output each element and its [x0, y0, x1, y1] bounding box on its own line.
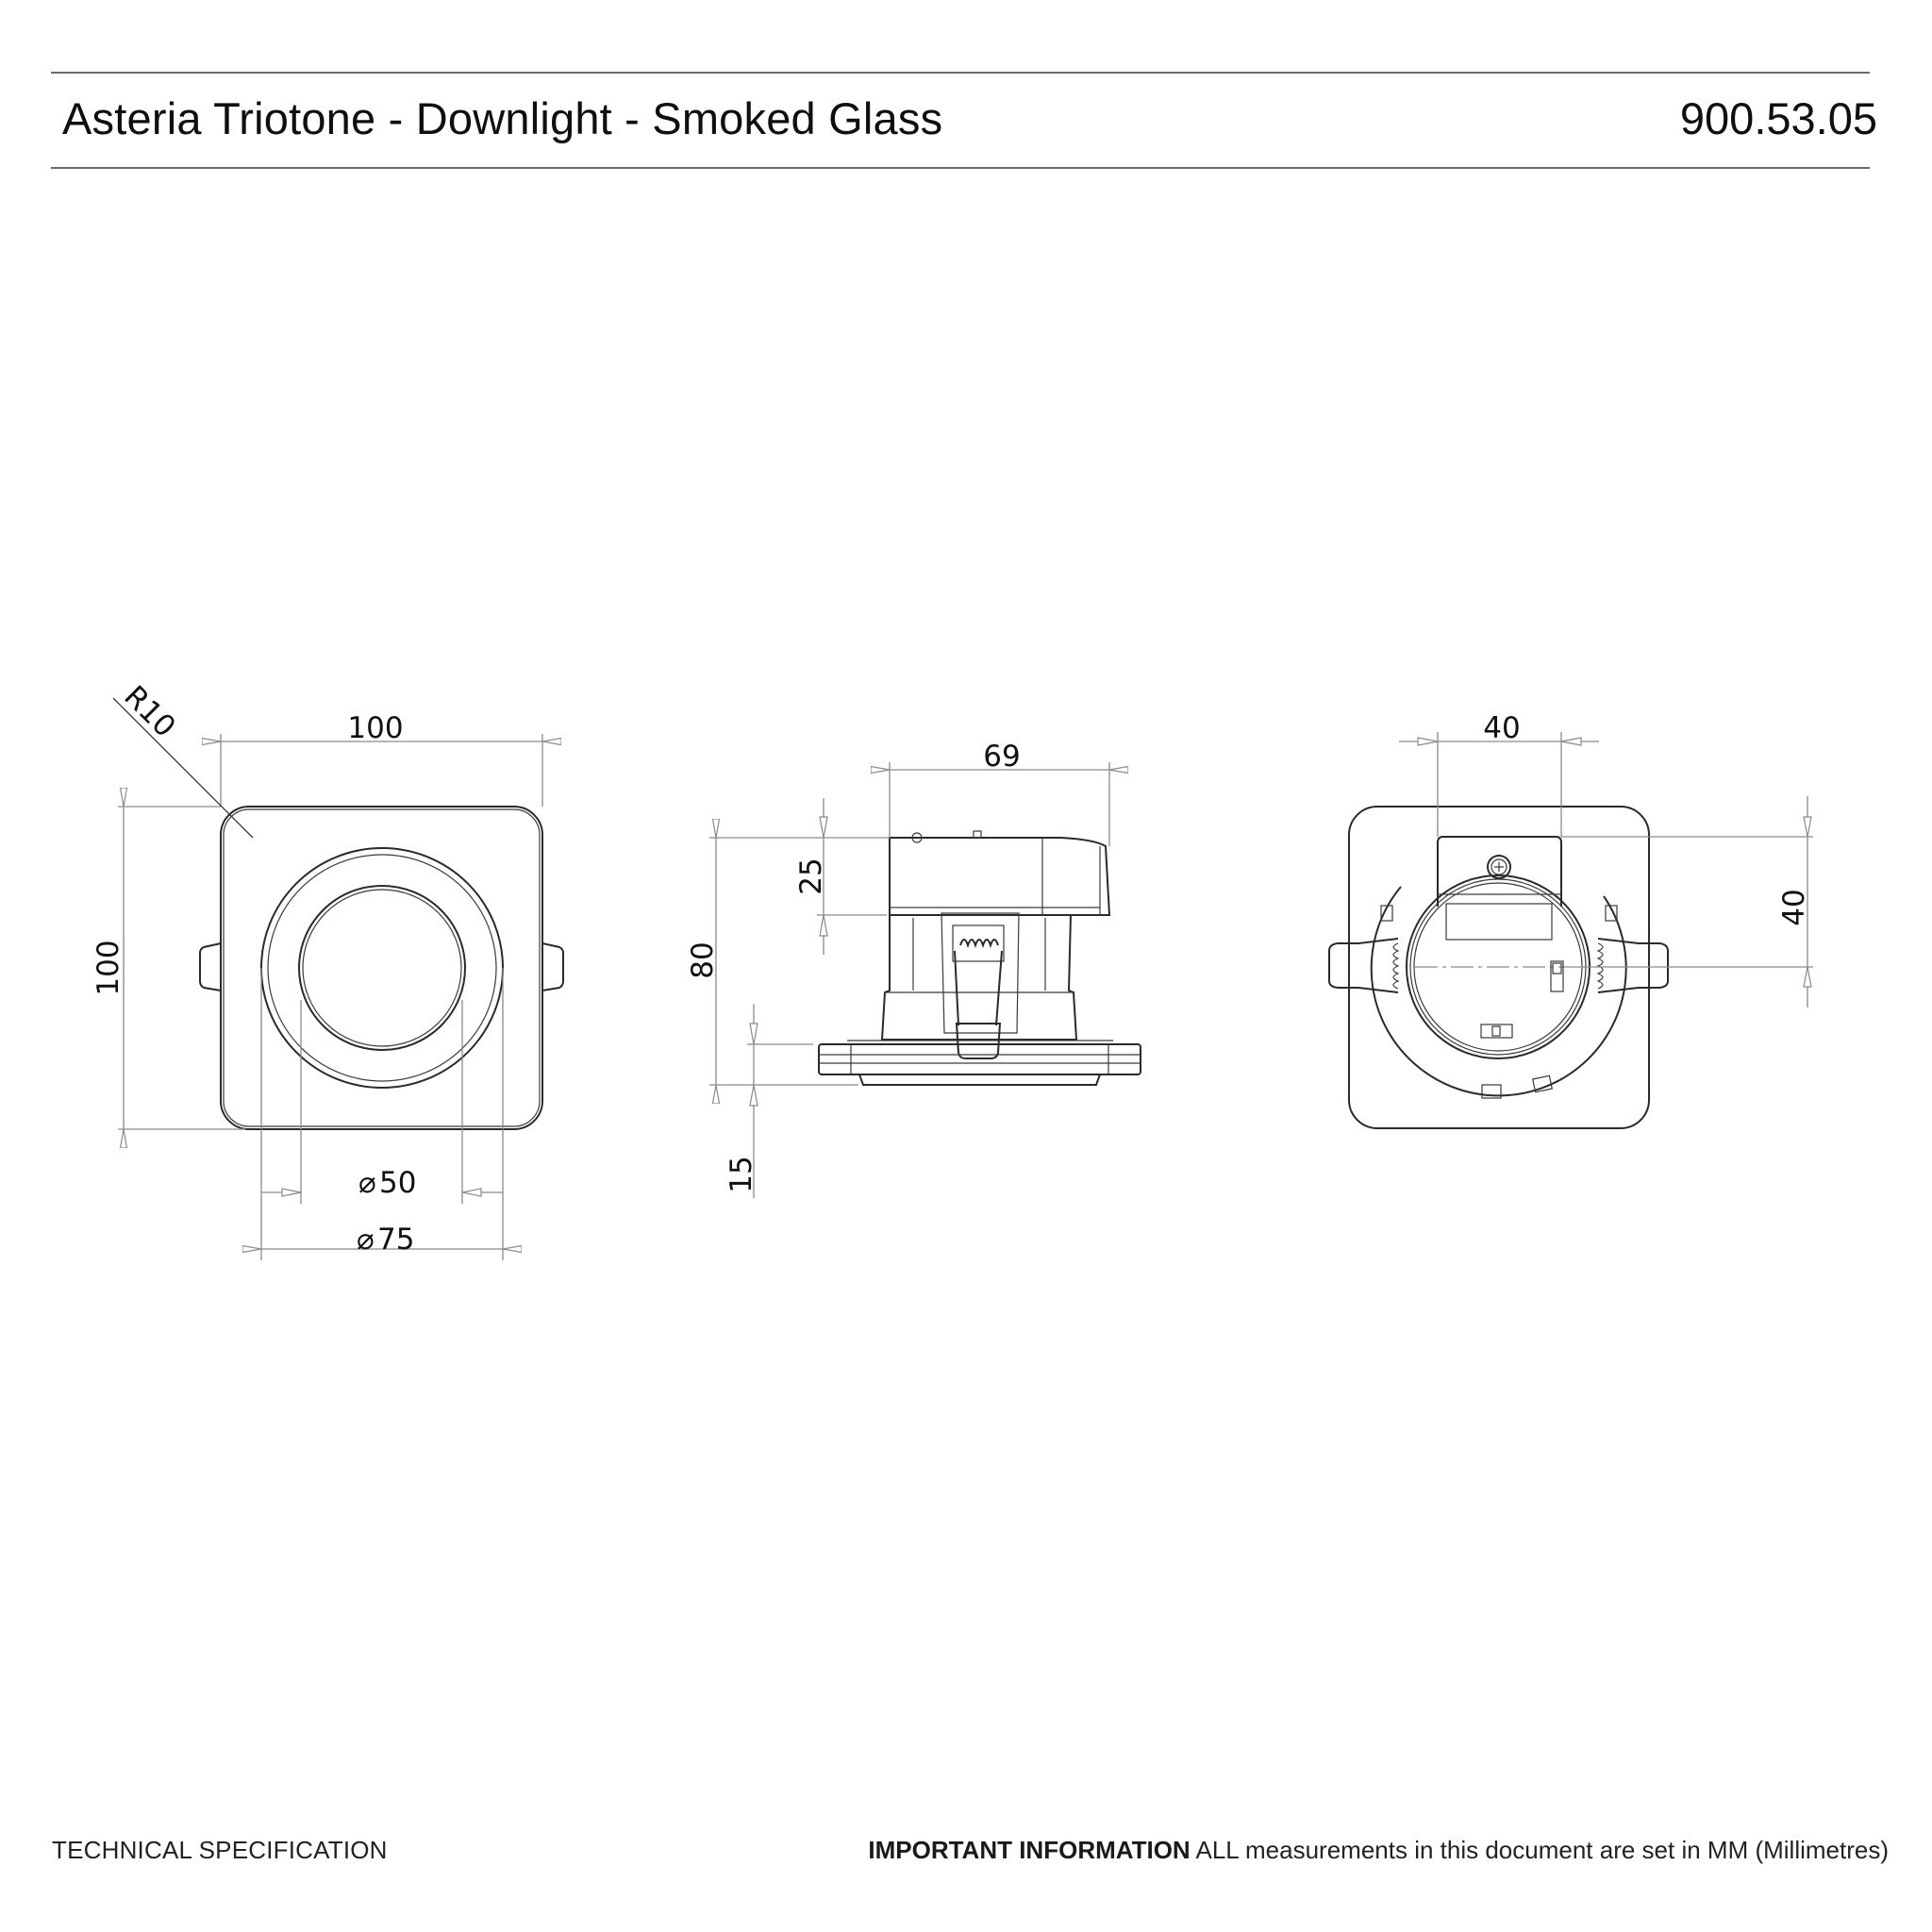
left-spring-tab [199, 942, 222, 991]
header-top-rule [51, 72, 1870, 74]
wattage-switch [1550, 960, 1564, 992]
side-view: 69 80 25 15 [686, 740, 1141, 1198]
front-width-dim: 100 [347, 711, 403, 745]
side-width-dim: 69 [983, 740, 1020, 774]
lens [858, 1074, 1101, 1086]
flange-dim: 15 [724, 1156, 758, 1192]
inner-diameter-dim: 50 [379, 1166, 416, 1200]
product-code: 900.53.05 [1679, 93, 1877, 143]
cct-switch [1480, 1024, 1513, 1039]
lens-ring [298, 885, 466, 1051]
right-spring-tab [541, 942, 564, 991]
right-clip [1597, 938, 1669, 993]
outer-notched-ring [1370, 886, 1627, 1097]
header-bottom-rule [51, 167, 1870, 169]
left-clip [1328, 938, 1399, 993]
spring-coil [959, 939, 999, 949]
inner-diameter-symbol: ⌀ [358, 1166, 376, 1200]
footer-technical-specification: TECHNICAL SPECIFICATION [52, 1836, 388, 1864]
spring-clip-frame [941, 912, 1020, 1034]
corner-radius-label: R10 [117, 679, 182, 744]
product-title: Asteria Triotone - Downlight - Smoked Gl… [62, 93, 943, 143]
outer-diameter-symbol: ⌀ [357, 1223, 375, 1257]
important-label: IMPORTANT INFORMATION [868, 1836, 1191, 1864]
front-height-dim: 100 [92, 940, 125, 995]
driver-height-dim: 25 [794, 858, 828, 894]
driver-box [889, 837, 1111, 916]
bracket-width-dim: 40 [1483, 711, 1520, 745]
heatsink-body [880, 914, 1078, 1041]
important-text: ALL measurements in this document are se… [1195, 1836, 1890, 1864]
flange [818, 1043, 1141, 1075]
rear-view: 40 40 [1328, 711, 1813, 1129]
outer-diameter-dim: 75 [377, 1223, 414, 1257]
footer-important-information: IMPORTANT INFORMATION ALL measurements i… [868, 1836, 1889, 1864]
outer-bezel-ring [260, 847, 504, 1089]
bracket-height-dim: 40 [1777, 889, 1811, 925]
front-view: 100 100 R10 ⌀ 50 ⌀ 75 [92, 679, 564, 1260]
front-plate-outline [220, 806, 543, 1130]
mounting-bracket [1437, 836, 1562, 907]
screw-icon [1487, 855, 1511, 879]
total-height-dim: 80 [686, 941, 720, 978]
